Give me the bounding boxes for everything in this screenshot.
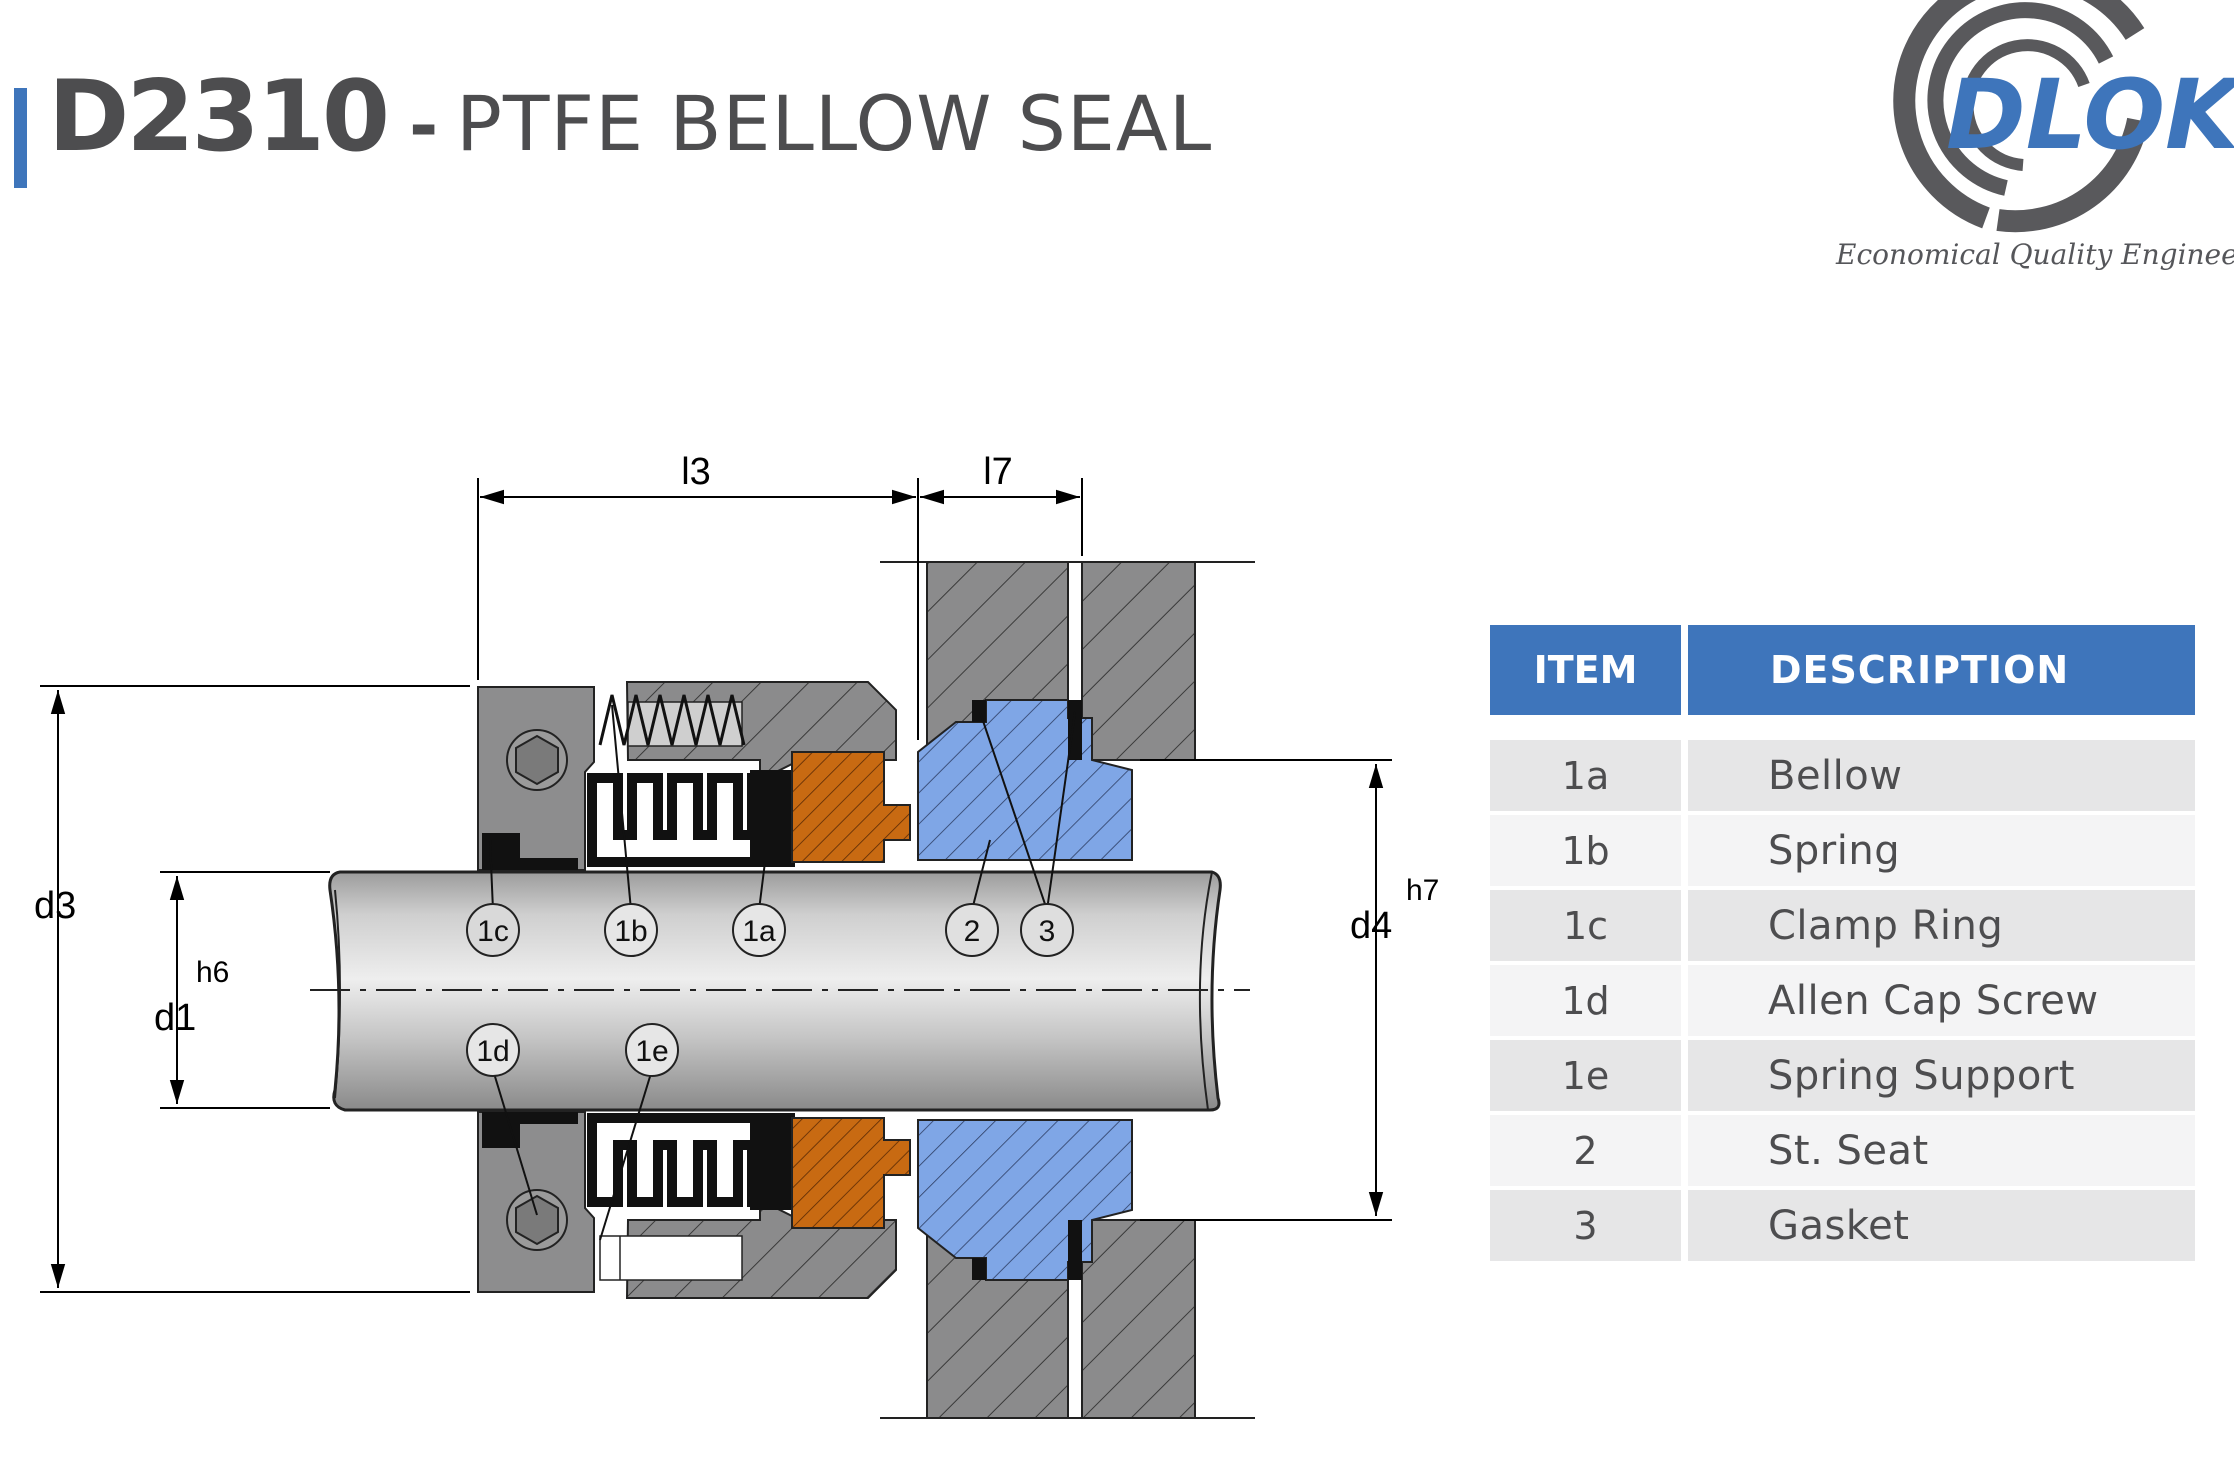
callout-1b: 1b — [604, 903, 658, 957]
callout-1d: 1d — [466, 1023, 520, 1077]
callout-2: 2 — [945, 903, 999, 957]
svg-text:1c: 1c — [477, 915, 509, 948]
callout-1a: 1a — [732, 903, 786, 957]
row-description: Allen Cap Screw — [1688, 965, 2195, 1036]
table-row: 1d Allen Cap Screw — [1490, 965, 2195, 1036]
title-accent-bar — [14, 88, 27, 188]
dim-label-d1: d1 — [154, 997, 196, 1039]
row-item: 1c — [1490, 890, 1681, 961]
row-description: Clamp Ring — [1688, 890, 2195, 961]
dlok-logo: DLOK — [1893, 0, 2234, 233]
row-description: Spring Support — [1688, 1040, 2195, 1111]
row-item: 2 — [1490, 1115, 1681, 1186]
svg-text:1a: 1a — [742, 915, 776, 948]
parts-table: ITEM DESCRIPTION 1a Bellow 1b Spring 1c … — [1490, 625, 2195, 1261]
svg-text:1e: 1e — [635, 1035, 668, 1068]
row-item: 1a — [1490, 740, 1681, 811]
row-item: 1d — [1490, 965, 1681, 1036]
row-item: 1e — [1490, 1040, 1681, 1111]
dim-label-h6: h6 — [196, 956, 229, 989]
page-title: D2310-PTFE BELLOW SEAL — [48, 68, 1212, 166]
table-row: 2 St. Seat — [1490, 1115, 2195, 1186]
carbon-face-bottom — [791, 1117, 911, 1229]
carbon-face-top — [791, 751, 911, 863]
table-row: 1a Bellow — [1490, 740, 2195, 811]
table-header: ITEM DESCRIPTION — [1490, 625, 2195, 715]
shaft-break-left — [334, 889, 341, 1099]
table-row: 3 Gasket — [1490, 1190, 2195, 1261]
dim-label-l7: l7 — [983, 451, 1013, 493]
product-code: D2310 — [48, 60, 390, 174]
row-description: Bellow — [1688, 740, 2195, 811]
product-name: PTFE BELLOW SEAL — [456, 79, 1213, 168]
callout-1e: 1e — [625, 1023, 679, 1077]
row-description: St. Seat — [1688, 1115, 2195, 1186]
table-row: 1b Spring — [1490, 815, 2195, 886]
header-item: ITEM — [1490, 625, 1681, 715]
row-description: Spring — [1688, 815, 2195, 886]
seal-cross-section-diagram: l3 l7 d3 d1 h6 d4 h7 1c 1b 1a — [34, 451, 1439, 1419]
table-row: 1e Spring Support — [1490, 1040, 2195, 1111]
dim-label-h7: h7 — [1406, 874, 1439, 907]
row-item: 1b — [1490, 815, 1681, 886]
svg-text:3: 3 — [1039, 915, 1056, 948]
dim-label-d3: d3 — [34, 885, 76, 927]
svg-text:2: 2 — [964, 915, 981, 948]
header-description: DESCRIPTION — [1688, 625, 2195, 715]
callout-leaders — [489, 704, 1076, 1241]
title-separator: - — [409, 85, 439, 167]
callout-1c: 1c — [466, 903, 520, 957]
table-row: 1c Clamp Ring — [1490, 890, 2195, 961]
spring-top — [598, 694, 746, 746]
dimension-lines — [40, 478, 1392, 1293]
svg-text:1d: 1d — [476, 1035, 509, 1068]
row-description: Gasket — [1688, 1190, 2195, 1261]
dim-label-l3: l3 — [681, 451, 711, 493]
callout-3: 3 — [1020, 903, 1074, 957]
dim-label-d4: d4 — [1350, 905, 1392, 947]
logo-wordmark: DLOK — [1946, 59, 2234, 171]
logo-tagline: Economical Quality Engineering — [1836, 238, 2234, 271]
svg-text:1b: 1b — [614, 915, 647, 948]
rotating-unit-bottom — [477, 1111, 1133, 1299]
shaft-break-right — [1198, 871, 1213, 1111]
rotating-unit-top — [477, 681, 1133, 871]
row-item: 3 — [1490, 1190, 1681, 1261]
housing-edge-lines — [880, 561, 1255, 1419]
